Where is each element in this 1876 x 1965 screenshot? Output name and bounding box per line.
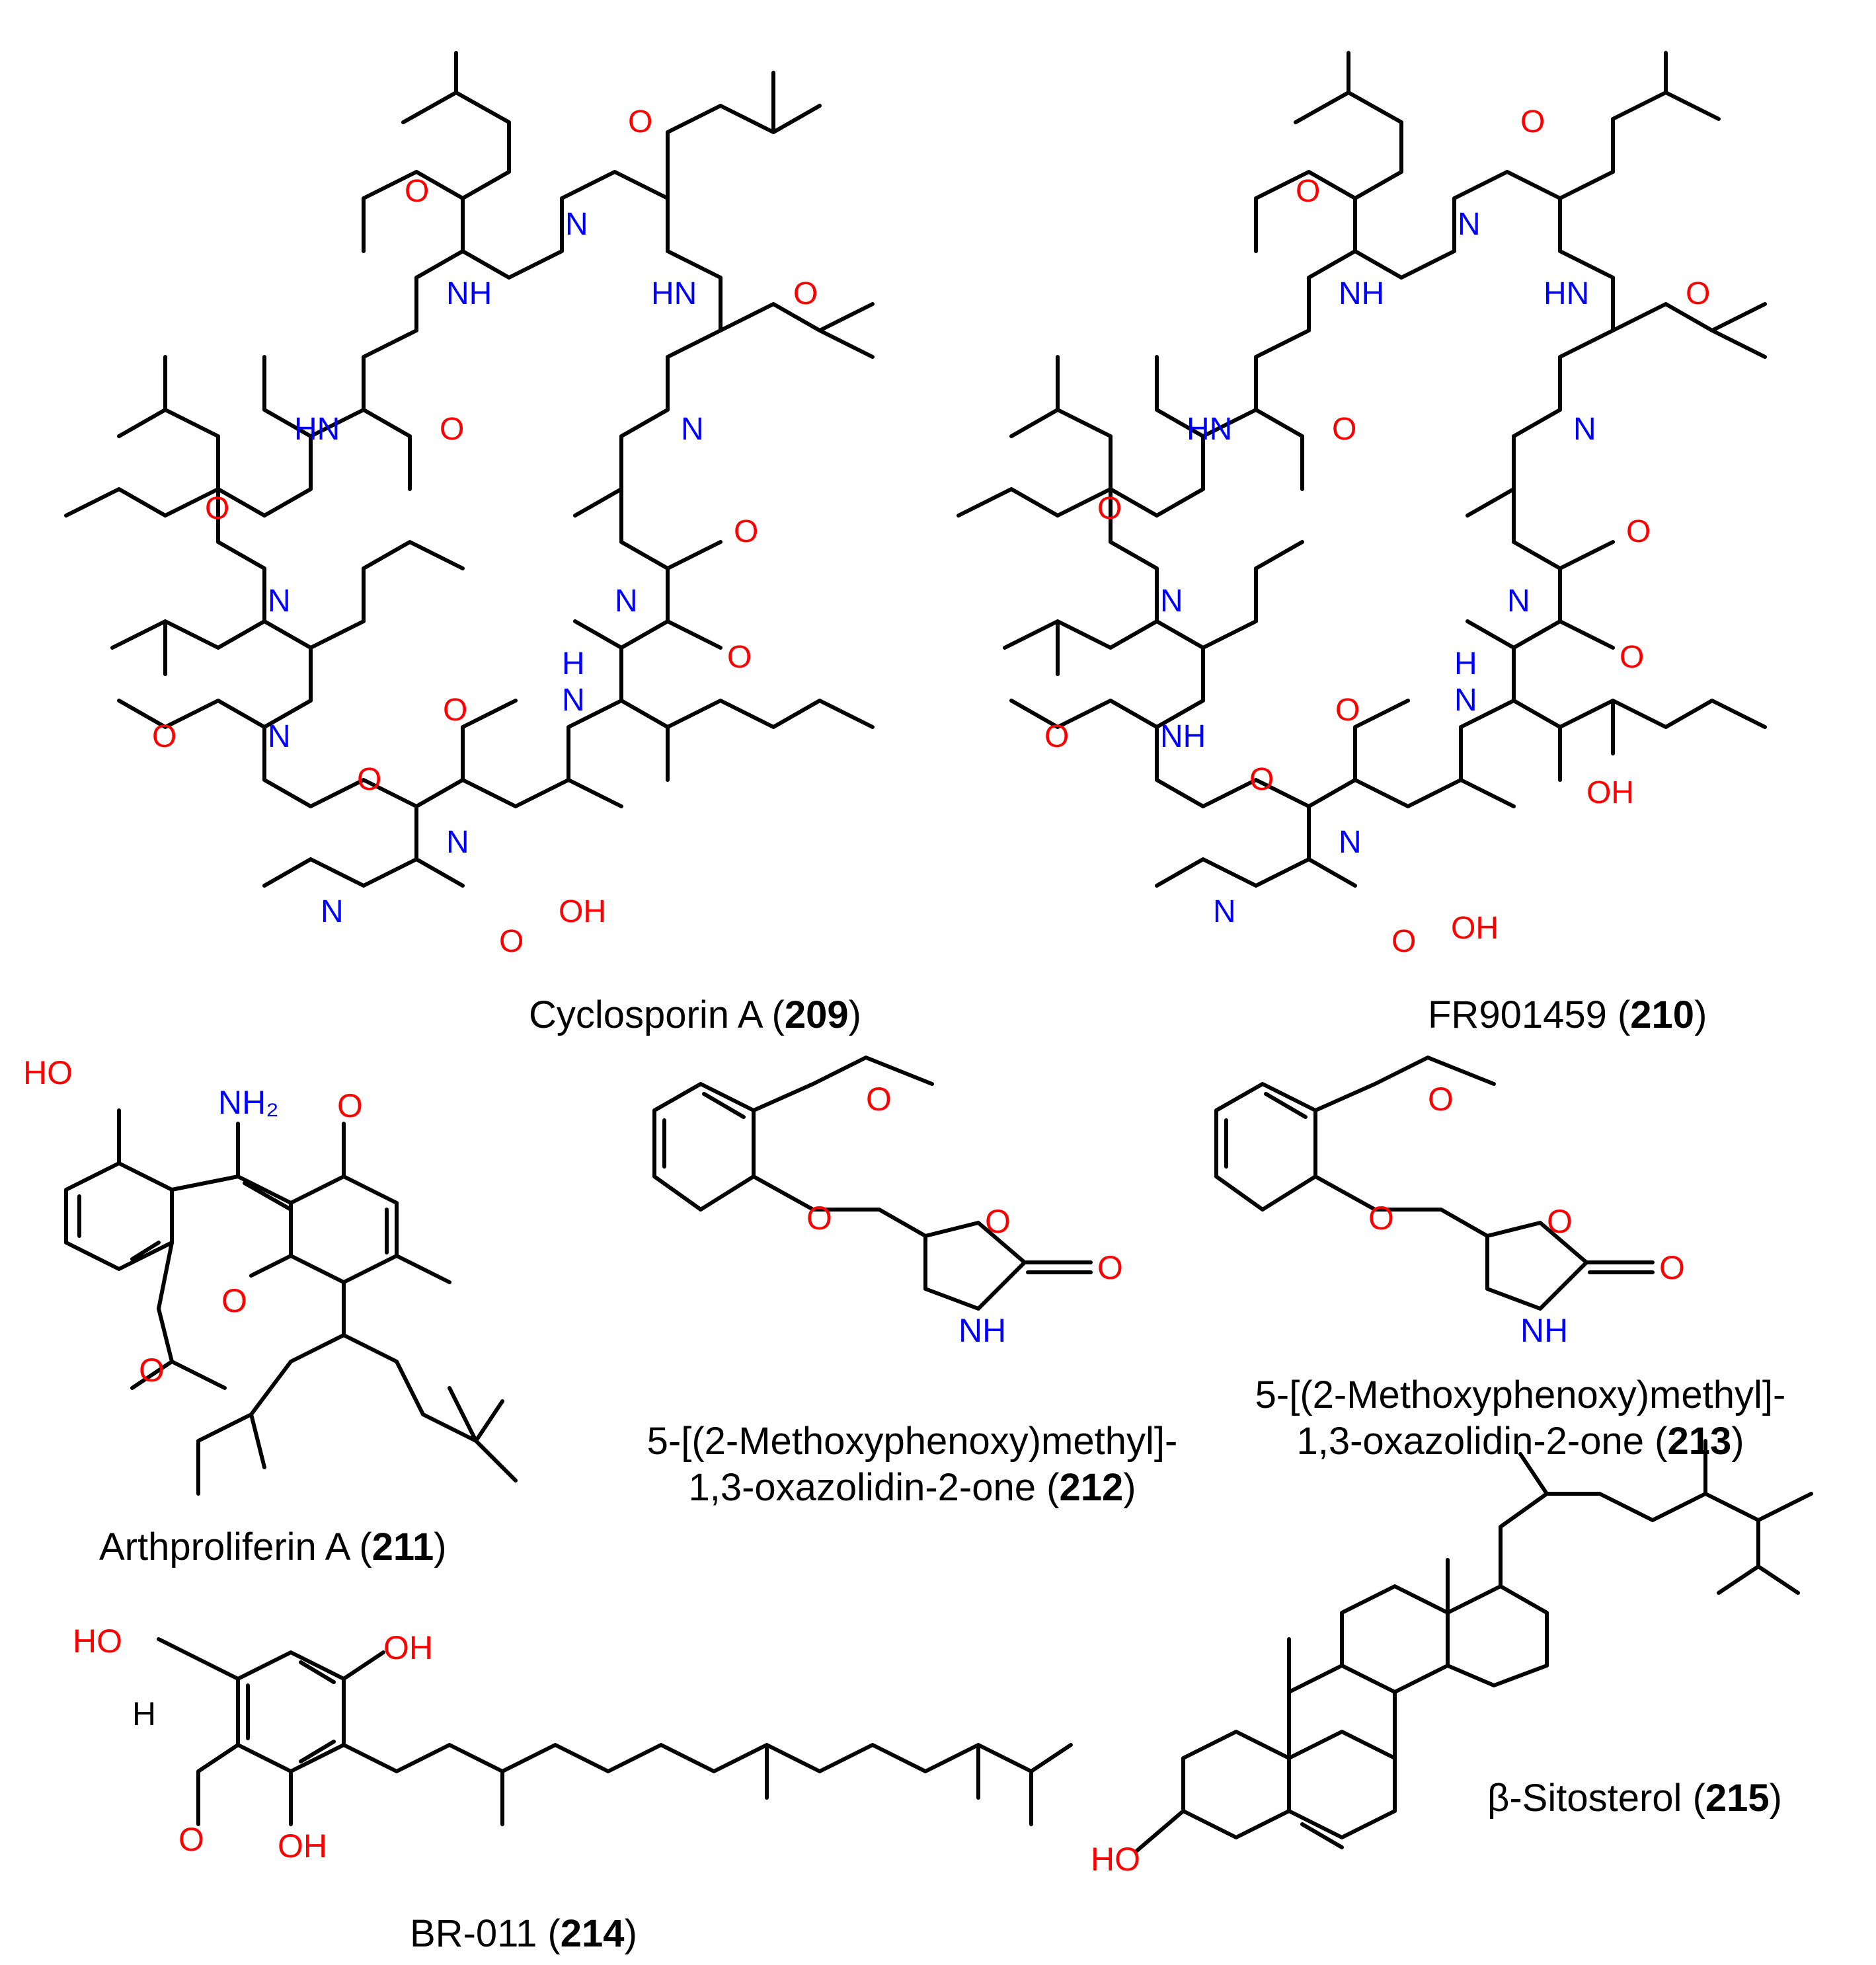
atom-o: O xyxy=(205,491,229,526)
svg-text:O: O xyxy=(1335,693,1360,728)
atom-n: N xyxy=(321,894,344,929)
svg-text:N: N xyxy=(1213,894,1236,929)
compound-label-213-line1: 5-[(2-Methoxyphenoxy)methyl]- xyxy=(1255,1373,1786,1416)
compound-label-214: BR-011 (214) xyxy=(410,1912,637,1955)
structure-209: O N O NH HN O HN O N O O N N H N O O O N… xyxy=(64,51,875,1036)
svg-text:N: N xyxy=(1573,412,1596,447)
atom-n: N xyxy=(681,412,704,447)
svg-text:NH: NH xyxy=(958,1312,1006,1349)
svg-text:O: O xyxy=(221,1282,247,1319)
atom-n: N xyxy=(615,584,638,619)
atom-o: O xyxy=(357,762,381,797)
atom-n: N xyxy=(268,584,291,619)
svg-text:N: N xyxy=(1454,683,1477,718)
atom-nh: NH xyxy=(446,276,492,311)
svg-text:O: O xyxy=(866,1081,892,1118)
svg-text:HN: HN xyxy=(1187,412,1232,447)
svg-text:O: O xyxy=(1520,104,1545,139)
svg-text:N: N xyxy=(1160,584,1183,619)
atom-o: O xyxy=(499,924,524,959)
svg-text:HO: HO xyxy=(73,1623,122,1660)
atom-oh: OH xyxy=(559,894,606,929)
compound-label-212-line2: 1,3-oxazolidin-2-one (212) xyxy=(688,1466,1136,1509)
structure-210: O N O NH HN O HN O N O O N N H N O O O N… xyxy=(957,51,1767,1036)
svg-text:O: O xyxy=(806,1200,832,1237)
svg-text:HN: HN xyxy=(1544,276,1589,311)
atom-o: O xyxy=(734,514,758,549)
svg-text:NH: NH xyxy=(1520,1312,1568,1349)
atom-o: O xyxy=(793,276,818,311)
svg-text:O: O xyxy=(1391,924,1416,959)
svg-text:O: O xyxy=(139,1352,165,1389)
atom-nh: H xyxy=(562,646,585,681)
svg-text:O: O xyxy=(985,1203,1011,1240)
atom-o: O xyxy=(727,640,752,675)
structure-212: O O O O NH 5-[(2-Methoxyphenoxy)methyl]-… xyxy=(647,1056,1178,1509)
structure-213: O O O O NH 5-[(2-Methoxyphenoxy)methyl]-… xyxy=(1214,1056,1786,1463)
svg-text:O: O xyxy=(337,1087,363,1124)
atom-n: N xyxy=(268,719,291,754)
svg-text:N: N xyxy=(1507,584,1530,619)
svg-text:H: H xyxy=(132,1695,156,1732)
compound-label-211: Arthproliferin A (211) xyxy=(99,1525,447,1568)
structure-215: HO β-Sitosterol (215) xyxy=(1091,1439,1813,1878)
atom-o: O xyxy=(405,174,429,209)
atom-o: O xyxy=(440,412,464,447)
svg-text:NH₂: NH₂ xyxy=(218,1084,279,1121)
compound-label-215: β-Sitosterol (215) xyxy=(1487,1777,1782,1820)
svg-text:OH: OH xyxy=(1451,911,1499,946)
svg-text:O: O xyxy=(1547,1203,1573,1240)
svg-text:O: O xyxy=(1296,174,1320,209)
svg-text:H: H xyxy=(1454,646,1477,681)
svg-text:OH: OH xyxy=(278,1828,327,1865)
svg-text:O: O xyxy=(1428,1081,1454,1118)
svg-text:O: O xyxy=(1620,640,1644,675)
svg-text:OH: OH xyxy=(1586,775,1634,810)
atom-o: O xyxy=(443,693,467,728)
compound-label-209: Cyclosporin A (209) xyxy=(529,993,861,1036)
svg-text:HO: HO xyxy=(23,1054,73,1091)
svg-text:O: O xyxy=(1686,276,1710,311)
svg-text:N: N xyxy=(1339,825,1362,860)
atom-n: N xyxy=(562,683,585,718)
svg-text:O: O xyxy=(1332,412,1356,447)
atom-n: N xyxy=(446,825,469,860)
atom-hn: HN xyxy=(294,412,340,447)
atom-n: N xyxy=(565,207,588,242)
svg-text:O: O xyxy=(1097,1249,1123,1286)
compound-label-212-line1: 5-[(2-Methoxyphenoxy)methyl]- xyxy=(647,1420,1178,1463)
svg-text:O: O xyxy=(1626,514,1651,549)
svg-text:OH: OH xyxy=(383,1629,433,1666)
svg-text:NH: NH xyxy=(1160,719,1206,754)
atom-hn: HN xyxy=(651,276,697,311)
atom-o: O xyxy=(628,104,652,139)
svg-text:NH: NH xyxy=(1339,276,1384,311)
svg-text:O: O xyxy=(1097,491,1122,526)
svg-text:O: O xyxy=(1368,1200,1394,1237)
svg-text:O: O xyxy=(1249,762,1274,797)
svg-text:HO: HO xyxy=(1091,1841,1140,1878)
atom-o: O xyxy=(152,719,176,754)
compound-label-213-line2: 1,3-oxazolidin-2-one (213) xyxy=(1296,1420,1744,1463)
svg-text:O: O xyxy=(1659,1249,1685,1286)
svg-text:O: O xyxy=(1044,719,1069,754)
structure-214: HO OH H O OH BR-011 (214) xyxy=(73,1623,1073,1955)
svg-text:O: O xyxy=(178,1821,204,1858)
structure-211: HO NH₂ O O O Arthproliferin A (211) xyxy=(23,1054,518,1568)
svg-text:N: N xyxy=(1458,207,1481,242)
compound-label-210: FR901459 (210) xyxy=(1428,993,1707,1036)
